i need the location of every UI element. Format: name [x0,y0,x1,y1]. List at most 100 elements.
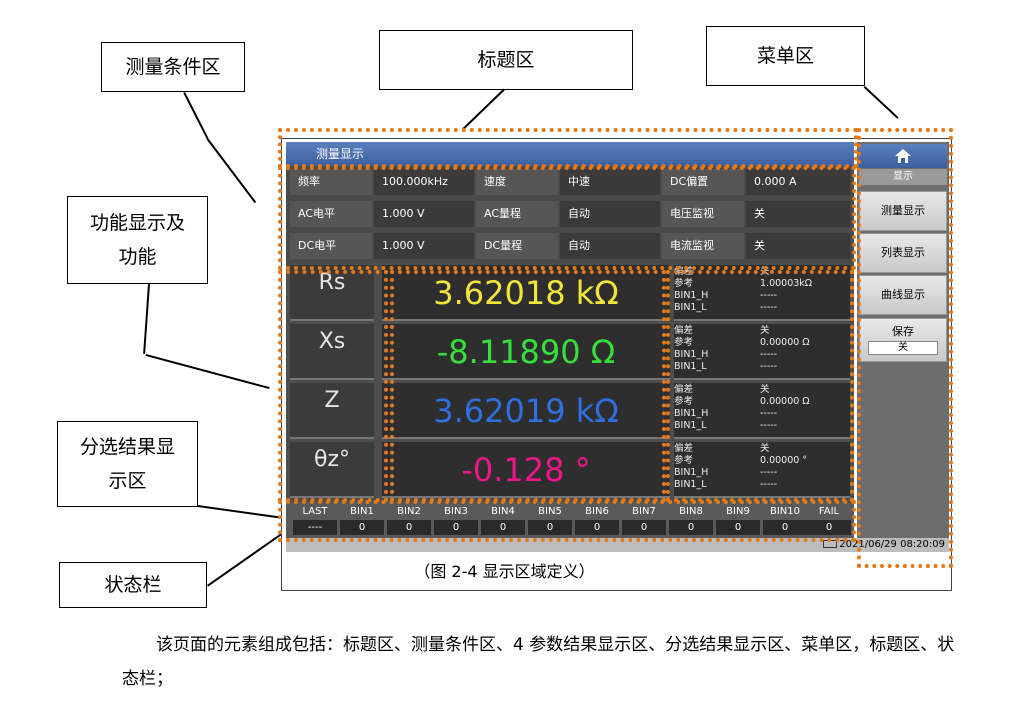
bin-label: BIN4 [491,506,515,517]
callout-function-area: 功能显示及功能 [67,196,208,284]
bin-label: BIN9 [726,506,750,517]
bin-label: LAST [302,506,328,517]
bin-count: 0 [434,520,478,535]
highlight-result-side [666,270,854,502]
leader-line [197,505,290,520]
leader-line [206,138,257,203]
highlight-menu-area [857,128,953,568]
condition-label: 电压监视 [662,201,744,227]
condition-label: DC偏置 [662,169,744,195]
page-title: 测量显示 [316,147,365,161]
bin-label: BIN3 [444,506,468,517]
condition-value[interactable]: 中速 [560,169,660,195]
side-value: ----- [760,361,778,372]
side-label: 偏差 [674,443,694,454]
bin-label: BIN5 [538,506,562,517]
condition-value[interactable]: 100.000kHz [374,169,474,195]
side-label: BIN1_H [674,467,709,478]
parameter-value: -0.128 ° [382,442,670,498]
callout-menu-area: 菜单区 [706,26,865,86]
save-state: 关 [868,341,938,355]
condition-value[interactable]: 1.000 V [374,201,474,227]
condition-value[interactable]: 1.000 V [374,233,474,259]
menu-item-measure-display[interactable]: 测量显示 [859,191,947,231]
highlight-result-values [390,270,666,502]
menu-item-curve-display[interactable]: 曲线显示 [859,275,947,315]
bin-count: ---- [293,520,337,535]
home-button[interactable] [859,144,947,168]
save-label: 保存 [892,325,914,338]
save-button[interactable]: 保存 关 [859,318,947,362]
bin-label: BIN2 [397,506,421,517]
condition-label: DC电平 [290,233,372,259]
bin-cell: BIN3 0 [433,504,479,538]
bin-count: 0 [622,520,666,535]
bin-count: 0 [575,520,619,535]
highlight-condition-area [278,166,856,270]
condition-row: DC电平 1.000 V DC量程 自动 电流监视 关 [286,230,854,260]
menu-item-list-display[interactable]: 列表显示 [859,233,947,273]
side-value: ----- [760,420,778,431]
side-label: 参考 [674,396,694,407]
menu-header: 显示 [859,169,947,185]
leader-line [143,283,150,354]
parameter-name[interactable]: Z [290,383,374,439]
side-value: ----- [760,479,778,490]
bin-label: BIN10 [769,506,800,517]
parameter-value: -8.11890 Ω [382,324,670,380]
leader-line [462,88,505,131]
side-label: 偏差 [674,325,694,336]
datetime-text: 2021/06/29 08:20:09 [839,539,945,550]
figure-caption: （图 2-4 显示区域定义） [414,562,595,581]
condition-label: AC量程 [476,201,558,227]
side-label: BIN1_L [674,361,707,372]
highlight-bin-area [278,500,856,542]
parameter-name[interactable]: Rs [290,265,374,321]
bin-label: BIN8 [679,506,703,517]
condition-value[interactable]: 0.000 A [746,169,850,195]
leader-line [183,92,209,140]
side-label: 参考 [674,455,694,466]
side-value: 1.00003kΩ [760,278,813,289]
side-label: 参考 [674,337,694,348]
side-value: 0.00000 ° [760,455,808,466]
bin-label: BIN1 [350,506,374,517]
bin-count: 0 [763,520,807,535]
side-label: BIN1_L [674,302,707,313]
side-label: BIN1_H [674,290,709,301]
bin-label: BIN6 [585,506,609,517]
description-paragraph: 该页面的元素组成包括：标题区、测量条件区、4 参数结果显示区、分选结果显示区、菜… [122,635,955,689]
bin-count: 0 [807,520,851,535]
condition-value[interactable]: 自动 [560,233,660,259]
bin-count: 0 [387,520,431,535]
condition-value[interactable]: 关 [746,233,850,259]
condition-label: 频率 [290,169,372,195]
side-value: 关 [760,384,770,395]
condition-value[interactable]: 自动 [560,201,660,227]
parameter-name[interactable]: Xs [290,324,374,380]
side-value: ----- [760,408,778,419]
condition-row: 频率 100.000kHz 速度 中速 DC偏置 0.000 A [286,166,854,196]
parameter-value: 3.62019 kΩ [382,383,670,439]
condition-label: AC电平 [290,201,372,227]
parameter-name[interactable]: θz° [290,442,374,498]
highlight-title-area [278,128,858,168]
condition-label: 电流监视 [662,233,744,259]
highlight-result-params [278,270,388,502]
side-value: 0.00000 Ω [760,396,810,407]
bin-cell: LAST ---- [292,504,338,538]
side-label: BIN1_H [674,408,709,419]
condition-value[interactable]: 关 [746,201,850,227]
home-icon [895,149,911,163]
